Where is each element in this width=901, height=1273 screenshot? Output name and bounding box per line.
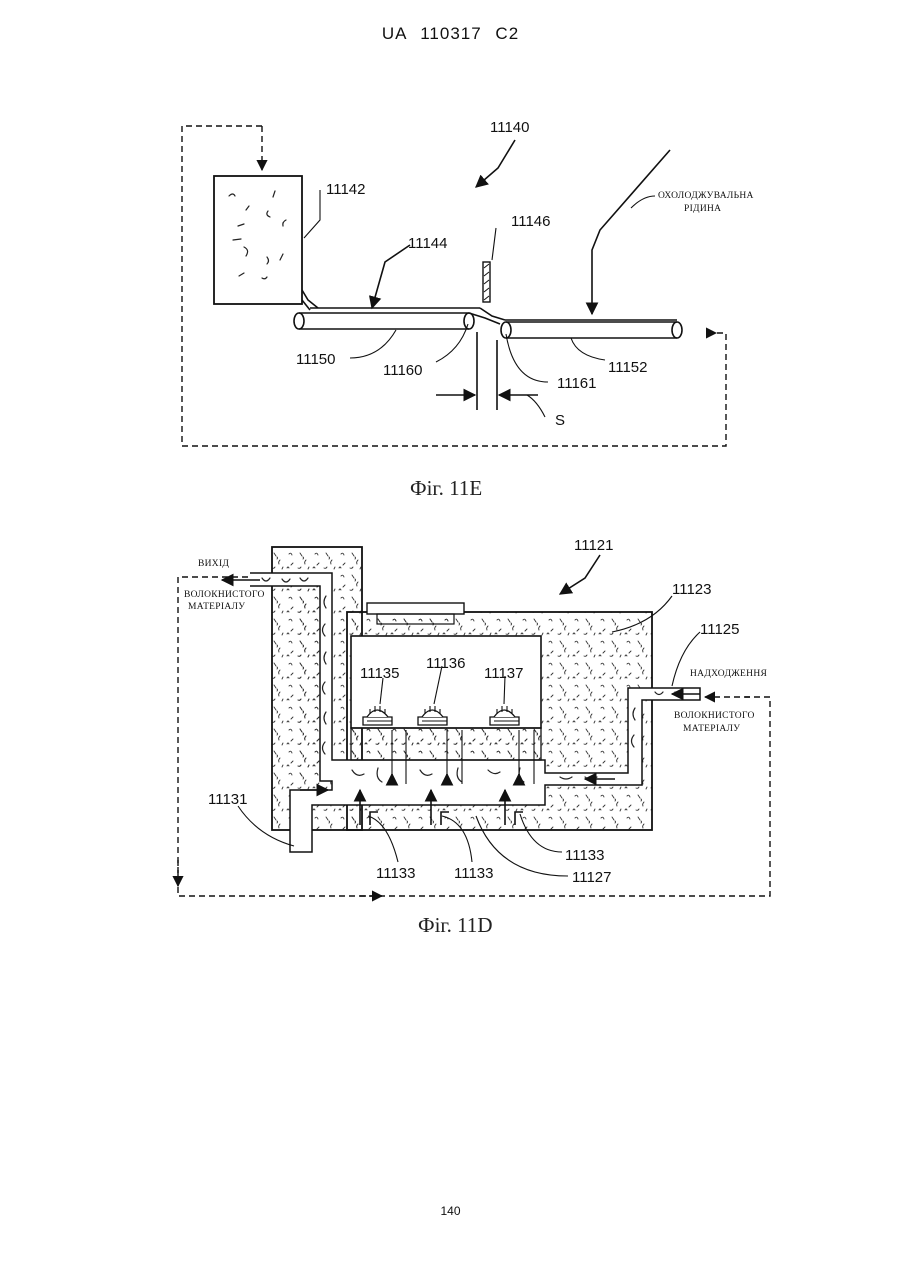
- label-11131: 11131: [208, 791, 248, 808]
- label-11140: 11140: [490, 119, 530, 136]
- label-11160: 11160: [383, 362, 423, 379]
- conveyor-11150: [294, 308, 480, 329]
- label-11133-b: 11133: [454, 865, 494, 882]
- label-11135: 11135: [360, 665, 400, 682]
- label-11146: 11146: [511, 213, 551, 230]
- fig-11d: 11121 11123 11125 11135 11136 11137 1113…: [178, 537, 770, 937]
- output-text-2: ВОЛОКНИСТОГО: [184, 590, 265, 600]
- input-text-1: НАДХОДЖЕННЯ: [690, 669, 767, 679]
- label-11133-a: 11133: [376, 865, 416, 882]
- label-gap-s: S: [555, 412, 565, 429]
- leader-11152: [571, 338, 605, 360]
- hopper: [214, 176, 302, 304]
- output-text-3: МАТЕРІАЛУ: [188, 602, 245, 612]
- label-11125: 11125: [700, 621, 740, 638]
- caption-fig-11d: Фіг. 11D: [418, 913, 493, 937]
- label-11142: 11142: [326, 181, 366, 198]
- label-11121: 11121: [574, 537, 614, 554]
- leader-11146: [492, 228, 496, 260]
- label-11137: 11137: [484, 665, 524, 682]
- assembly-arrow-d: [560, 555, 600, 594]
- hopper-chute: [302, 290, 318, 308]
- label-11123: 11123: [672, 581, 712, 598]
- conveyor-11152: [501, 320, 682, 338]
- label-11144: 11144: [408, 235, 448, 252]
- label-11152: 11152: [608, 359, 648, 376]
- input-text-2: ВОЛОКНИСТОГО: [674, 711, 755, 721]
- assembly-arrow: [476, 140, 515, 187]
- leader-11142: [304, 190, 320, 238]
- label-11150: 11150: [296, 351, 336, 368]
- label-11136: 11136: [426, 655, 466, 672]
- cutter-11146: [483, 262, 490, 302]
- label-11161: 11161: [557, 375, 597, 392]
- label-11127: 11127: [572, 869, 612, 886]
- coolant-text-1: ОХОЛОДЖУВАЛЬНА: [658, 191, 754, 201]
- gap-lines: [477, 332, 497, 410]
- output-text-1: ВИХІД: [198, 559, 229, 569]
- caption-fig-11e: Фіг. 11E: [410, 476, 482, 500]
- chamber-floor: [351, 728, 541, 760]
- vessel-body: [222, 547, 700, 852]
- coolant-leader: [631, 196, 655, 208]
- input-text-3: МАТЕРІАЛУ: [683, 724, 740, 734]
- leader-11161: [506, 334, 548, 382]
- gap-leader: [527, 395, 545, 417]
- coolant-line: [592, 150, 670, 314]
- page-number: 140: [0, 1204, 901, 1218]
- label-11133-c: 11133: [565, 847, 605, 864]
- leader-11144: [372, 245, 410, 308]
- fig-11e: 11140 11142 11146 11144 11150 11160 1116…: [182, 119, 754, 500]
- leader-11150: [350, 330, 396, 358]
- coolant-text-2: РІДИНА: [684, 204, 721, 214]
